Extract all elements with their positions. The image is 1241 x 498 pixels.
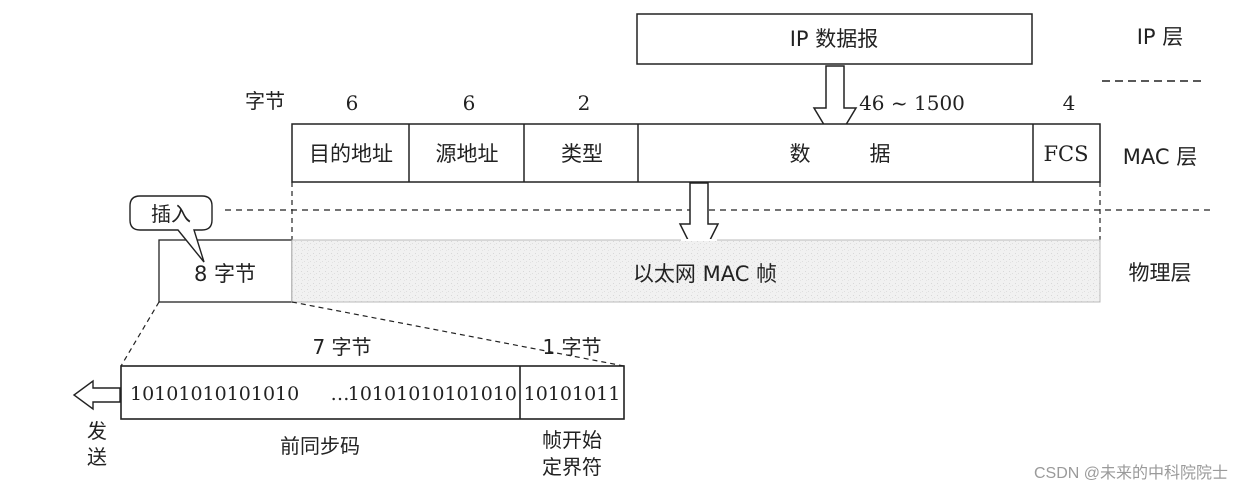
- zoom-line-left: [120, 301, 160, 367]
- preamble-detail-box: [120, 365, 625, 420]
- send-direction-arrow: [72, 379, 121, 411]
- preamble-label: 前同步码: [280, 434, 360, 458]
- byte-label: 字节: [245, 89, 285, 113]
- sfd-label-line-2: 定界符: [542, 455, 602, 479]
- sfd-1-byte: 1 字节: [542, 335, 601, 359]
- src-field: 源地址: [436, 142, 499, 166]
- data-field-char-1: 数: [790, 142, 811, 166]
- physical-layer-label: 物理层: [1129, 261, 1192, 285]
- mac-frame-box: [291, 123, 1101, 183]
- ip-layer-label: IP 层: [1137, 25, 1184, 49]
- ip-datagram-label: IP 数据报: [790, 27, 879, 51]
- ethernet-frame-label: 以太网 MAC 帧: [633, 262, 777, 286]
- dest-field: 目的地址: [309, 142, 393, 166]
- preamble-bits-mid: 10101010101010: [348, 383, 517, 405]
- insert-callout-label: 插入: [151, 202, 191, 226]
- type-size: 2: [578, 91, 591, 115]
- src-size: 6: [463, 91, 476, 115]
- data-field-char-2: 据: [870, 142, 891, 166]
- data-size: 46 ~ 1500: [859, 91, 965, 115]
- preamble-7-bytes: 7 字节: [312, 335, 371, 359]
- preamble-size-label: 8 字节: [194, 262, 256, 286]
- preamble-bits-left: 10101010101010: [130, 383, 299, 405]
- fcs-field: FCS: [1043, 142, 1088, 166]
- arrow-mask: [681, 239, 717, 241]
- sfd-label-line-1: 帧开始: [542, 428, 602, 452]
- fcs-size: 4: [1063, 91, 1076, 115]
- send-label-line-2: 送: [87, 445, 107, 469]
- sfd-bits: 10101011: [524, 383, 621, 405]
- insert-callout: [129, 195, 213, 263]
- type-field: 类型: [561, 142, 603, 166]
- mac-layer-label: MAC 层: [1123, 145, 1197, 169]
- csdn-watermark: CSDN @未来的中科院院士: [1034, 464, 1228, 482]
- dest-size: 6: [346, 91, 359, 115]
- ethernet-frame-box: [291, 239, 1101, 303]
- preamble-ellipsis: …: [331, 383, 350, 405]
- send-label-line-1: 发: [87, 419, 107, 443]
- zoom-line-right: [291, 301, 625, 367]
- preamble-box: [158, 239, 293, 303]
- ip-datagram-box: [636, 13, 1033, 65]
